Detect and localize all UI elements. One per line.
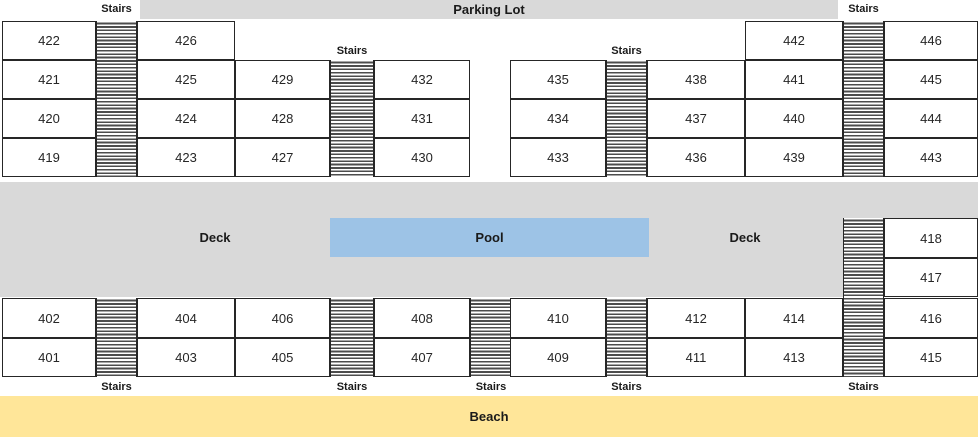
stairs-column-top-2 xyxy=(330,60,374,177)
room-432: 432 xyxy=(374,60,470,99)
stairs-column-bottom-1 xyxy=(96,298,137,377)
stairs-label-top-1: Stairs xyxy=(101,3,132,15)
room-446: 446 xyxy=(884,21,978,60)
room-428: 428 xyxy=(235,99,330,138)
room-437: 437 xyxy=(647,99,745,138)
room-423: 423 xyxy=(137,138,235,177)
stairs-label-bottom-2: Stairs xyxy=(336,381,368,393)
room-440: 440 xyxy=(745,99,843,138)
room-431: 431 xyxy=(374,99,470,138)
room-424: 424 xyxy=(137,99,235,138)
room-403: 403 xyxy=(137,338,235,377)
room-421: 421 xyxy=(2,60,96,99)
room-419: 419 xyxy=(2,138,96,177)
stairs-column-bottom-4 xyxy=(606,298,647,377)
room-410: 410 xyxy=(510,298,606,338)
stairs-column-top-3 xyxy=(606,60,647,177)
stairs-column-top-4 xyxy=(843,21,884,177)
room-408: 408 xyxy=(374,298,470,338)
room-433: 433 xyxy=(510,138,606,177)
beach-label: Beach xyxy=(469,409,509,424)
stairs-label-top-4: Stairs xyxy=(848,3,879,15)
room-418: 418 xyxy=(884,218,978,258)
stairs-label-top-3: Stairs xyxy=(611,45,642,57)
pool-label: Pool xyxy=(475,230,504,245)
room-409: 409 xyxy=(510,338,606,377)
room-427: 427 xyxy=(235,138,330,177)
room-438: 438 xyxy=(647,60,745,99)
room-407: 407 xyxy=(374,338,470,377)
stairs-column-top-1 xyxy=(96,21,137,177)
stairs-column-bottom-2 xyxy=(330,298,374,377)
room-436: 436 xyxy=(647,138,745,177)
room-420: 420 xyxy=(2,99,96,138)
room-442: 442 xyxy=(745,21,843,60)
stairs-label-top-2: Stairs xyxy=(336,45,368,57)
stairs-column-mid-right xyxy=(843,218,884,377)
room-434: 434 xyxy=(510,99,606,138)
room-405: 405 xyxy=(235,338,330,377)
room-411: 411 xyxy=(647,338,745,377)
room-429: 429 xyxy=(235,60,330,99)
room-443: 443 xyxy=(884,138,978,177)
deck-left-label: Deck xyxy=(199,230,231,245)
parking-lot-label: Parking Lot xyxy=(453,2,525,17)
stairs-label-bottom-5: Stairs xyxy=(848,381,879,393)
beach-area: Beach xyxy=(0,396,978,437)
stairs-label-bottom-3: Stairs xyxy=(475,381,507,393)
room-414: 414 xyxy=(745,298,843,338)
room-404: 404 xyxy=(137,298,235,338)
room-444: 444 xyxy=(884,99,978,138)
parking-lot-area: Parking Lot xyxy=(140,0,838,19)
room-417: 417 xyxy=(884,258,978,297)
room-412: 412 xyxy=(647,298,745,338)
room-439: 439 xyxy=(745,138,843,177)
room-401: 401 xyxy=(2,338,96,377)
room-441: 441 xyxy=(745,60,843,99)
room-430: 430 xyxy=(374,138,470,177)
room-425: 425 xyxy=(137,60,235,99)
stairs-label-bottom-4: Stairs xyxy=(611,381,642,393)
stairs-column-bottom-3 xyxy=(470,298,512,377)
room-422: 422 xyxy=(2,21,96,60)
room-426: 426 xyxy=(137,21,235,60)
room-413: 413 xyxy=(745,338,843,377)
room-416: 416 xyxy=(884,298,978,338)
room-415: 415 xyxy=(884,338,978,377)
room-435: 435 xyxy=(510,60,606,99)
room-406: 406 xyxy=(235,298,330,338)
deck-right-label: Deck xyxy=(729,230,761,245)
pool-area: Pool xyxy=(330,218,649,257)
room-402: 402 xyxy=(2,298,96,338)
room-445: 445 xyxy=(884,60,978,99)
stairs-label-bottom-1: Stairs xyxy=(101,381,132,393)
